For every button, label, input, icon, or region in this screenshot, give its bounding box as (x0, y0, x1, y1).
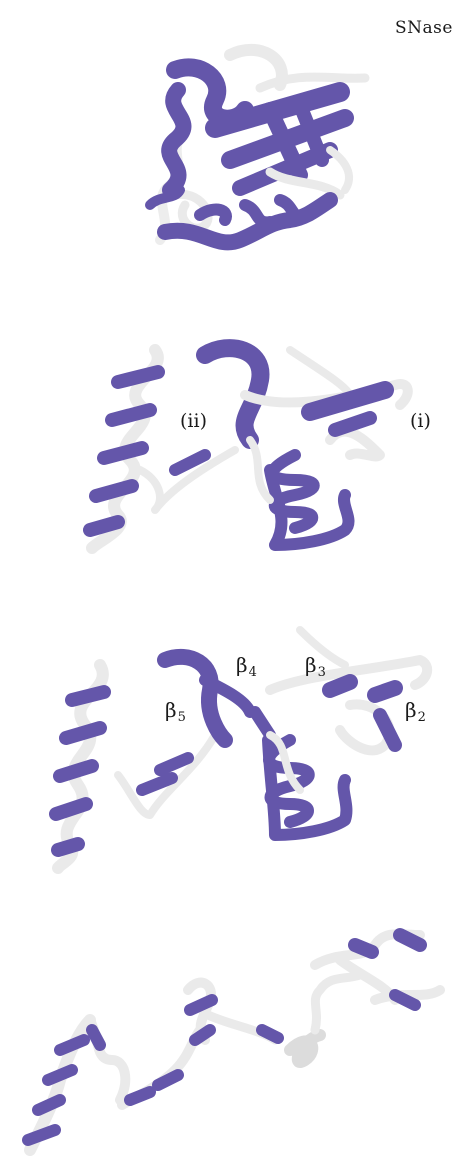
region-label-ii: (ii) (180, 412, 207, 431)
native-fold-structure (150, 50, 365, 243)
strand-label-beta5: β5 (165, 700, 186, 724)
protein-name-label: SNase (395, 20, 453, 37)
extended-unfolded-structure (28, 934, 440, 1150)
region-label-i: (i) (410, 412, 431, 431)
strand-label-beta4: β4 (236, 655, 257, 679)
strand-label-beta3: β3 (305, 655, 326, 679)
strand-label-beta2: β2 (405, 700, 426, 724)
partially-unfolded-structure (90, 348, 408, 548)
